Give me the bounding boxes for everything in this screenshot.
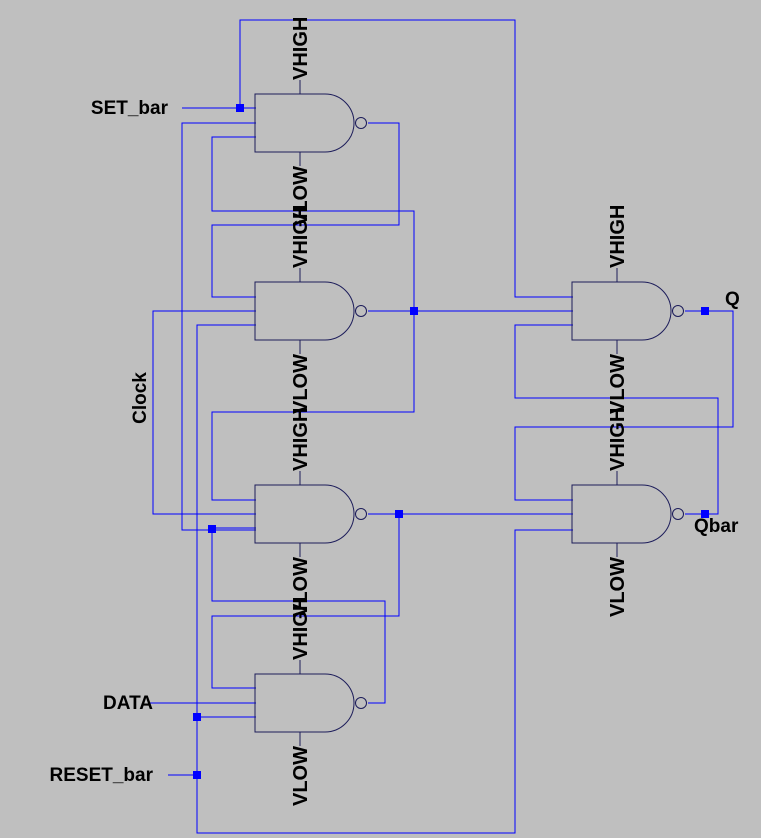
wire-qbar-out [514, 324, 719, 515]
junction-g2-out [410, 307, 418, 315]
q-output-label: Q [725, 289, 740, 310]
wire-set-bar [182, 19, 573, 298]
nand-gate-2 [254, 268, 367, 354]
junction-set-bar-lower [208, 525, 216, 533]
wire-set-bar-vertical [181, 122, 256, 531]
wire-g2-out [211, 136, 573, 501]
power-labels: VHIGH VLOW VHIGH VLOW VHIGH VLOW VHIGH V… [290, 17, 629, 806]
wire-g1-out [211, 122, 400, 298]
clock-label: Clock [130, 372, 151, 424]
vlow-label: VLOW [607, 354, 629, 414]
wire-clock [152, 310, 256, 515]
data-label: DATA [103, 693, 153, 714]
vhigh-label: VHIGH [607, 205, 629, 268]
vhigh-label: VHIGH [290, 205, 312, 268]
vhigh-label: VHIGH [607, 408, 629, 471]
nand-gate-4 [254, 660, 367, 746]
vlow-label: VLOW [290, 557, 312, 617]
nand-gate-6 [571, 471, 684, 557]
vhigh-label: VHIGH [290, 408, 312, 471]
nand-gate-1 [254, 80, 367, 166]
junction-g3-out [395, 510, 403, 518]
net-labels: SET_bar Clock DATA RESET_bar Q Qbar [50, 98, 740, 786]
qbar-output-label: Qbar [694, 516, 739, 537]
wire-reset-bar-vertical [196, 324, 256, 717]
junction-set-bar [236, 104, 244, 112]
nand-gate-3 [254, 471, 367, 557]
junction-reset-bar-upper [193, 713, 201, 721]
reset-bar-label: RESET_bar [50, 765, 154, 786]
wire-reset-bar [168, 529, 573, 834]
junction-qbar [701, 510, 709, 518]
junction-reset-bar [193, 771, 201, 779]
vlow-label: VLOW [290, 166, 312, 226]
vlow-label: VLOW [290, 354, 312, 414]
wire-g4-out [211, 527, 386, 704]
vlow-label: VLOW [607, 557, 629, 617]
set-bar-label: SET_bar [91, 98, 169, 119]
nand-gate-5 [571, 268, 684, 354]
vhigh-label: VHIGH [290, 597, 312, 660]
vlow-label: VLOW [290, 746, 312, 806]
vhigh-label: VHIGH [290, 17, 312, 80]
wire-q-out [514, 310, 734, 501]
wire-network [150, 19, 734, 834]
junction-q [701, 307, 709, 315]
junction-dots [193, 104, 709, 779]
